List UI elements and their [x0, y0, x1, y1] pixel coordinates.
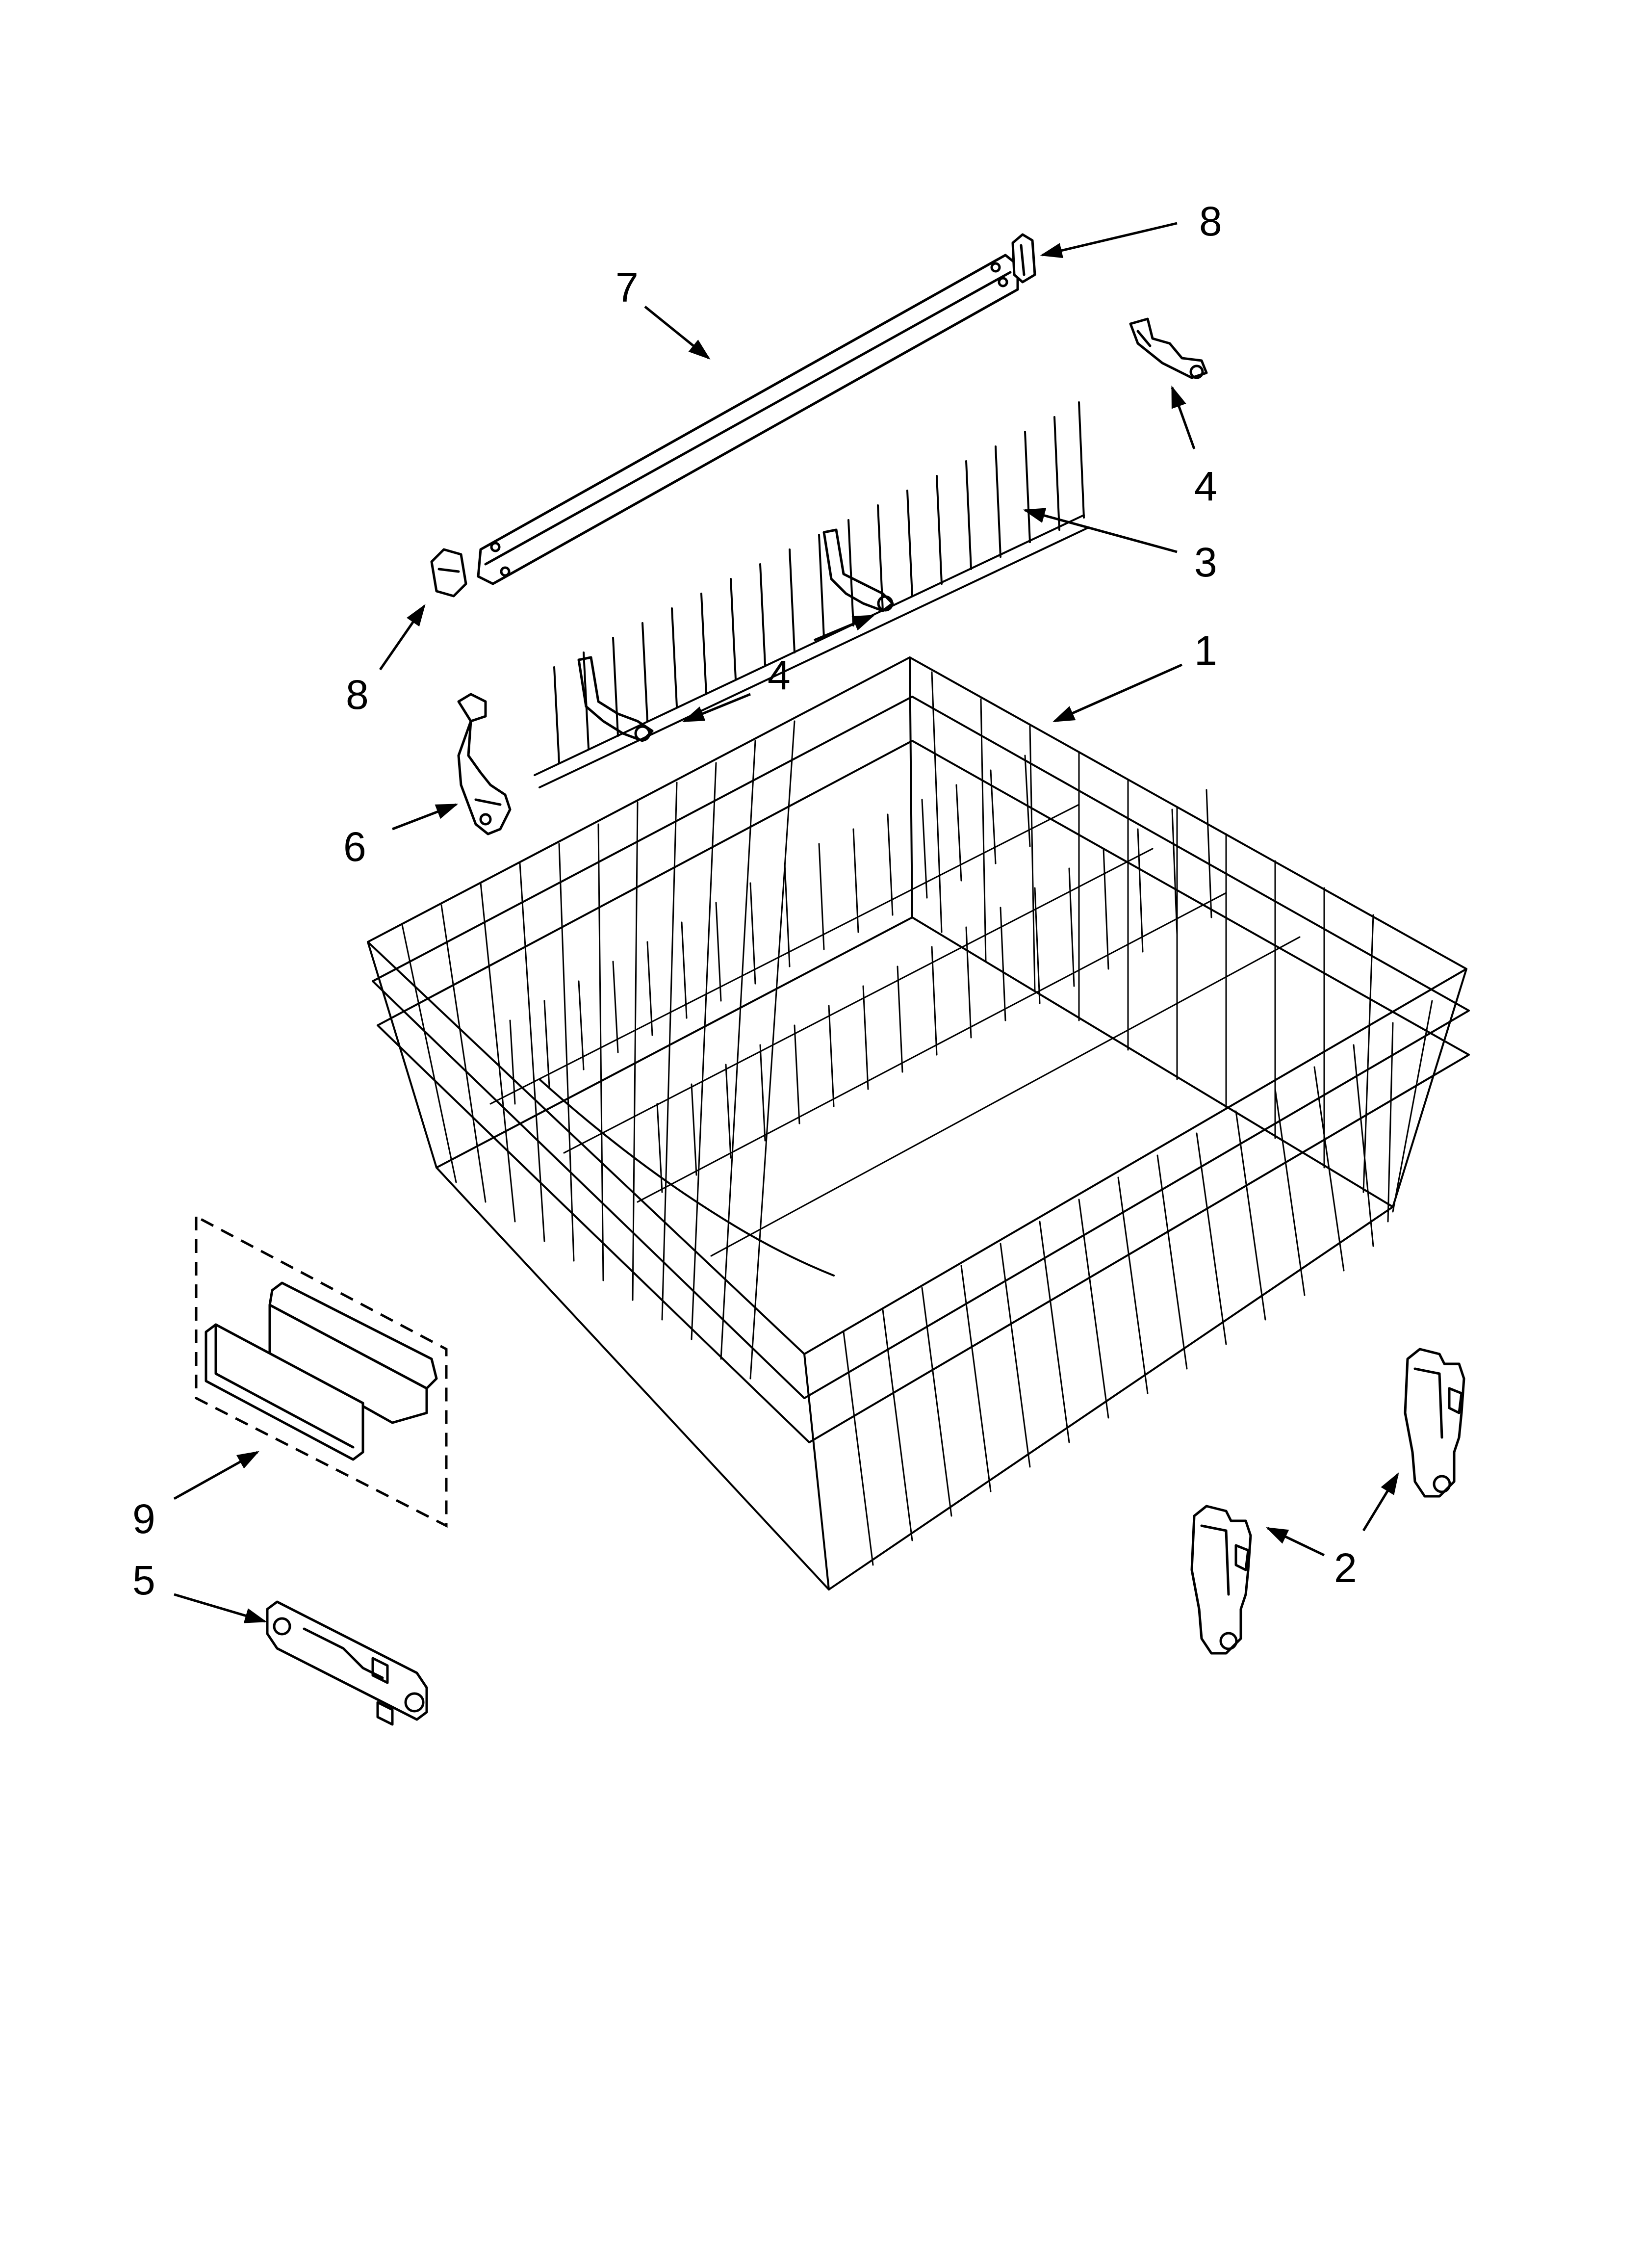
leader-1 — [1052, 663, 1183, 723]
part-upper-rack-basket — [367, 656, 1470, 1590]
leader-9 — [173, 1451, 259, 1500]
leader-4-mid-left — [682, 693, 751, 723]
part-rack-rail — [477, 254, 1019, 585]
leader-8-top — [1040, 222, 1178, 259]
callout-8-top: 8 — [1199, 198, 1222, 244]
leader-3 — [1023, 508, 1178, 553]
leader-8-left — [379, 604, 426, 671]
leader-2-right — [1362, 1472, 1399, 1532]
part-rack-adjuster-right — [1404, 1348, 1465, 1498]
leader-4-mid-right — [814, 614, 875, 642]
callout-5: 5 — [132, 1557, 155, 1603]
callout-6: 6 — [343, 824, 366, 870]
leader-lines — [173, 222, 1399, 1623]
leader-2-left — [1265, 1527, 1325, 1557]
callout-4-mid: 4 — [768, 652, 791, 698]
part-end-cap-left — [430, 548, 467, 598]
leader-6 — [392, 803, 459, 831]
callout-2: 2 — [1334, 1545, 1357, 1591]
callout-labels: 8 7 4 3 8 4 1 6 9 5 2 — [132, 198, 1357, 1603]
callout-9: 9 — [132, 1496, 155, 1542]
leader-4-top — [1171, 385, 1196, 449]
callout-7: 7 — [616, 264, 639, 311]
part-folding-tine-row — [534, 401, 1090, 788]
leader-7 — [644, 306, 711, 360]
callout-3: 3 — [1194, 539, 1217, 585]
part-rack-bracket — [266, 1600, 428, 1726]
part-end-cap-right — [1011, 233, 1036, 284]
part-rack-clip — [457, 693, 512, 835]
callout-1: 1 — [1194, 627, 1217, 674]
callout-8-left: 8 — [346, 672, 369, 718]
part-tine-clip-right — [1129, 317, 1208, 379]
leader-5 — [174, 1593, 267, 1623]
callout-4-top: 4 — [1194, 463, 1217, 509]
part-rack-adjuster-left — [1190, 1505, 1252, 1655]
part-handle-trim-kit — [195, 1214, 448, 1528]
